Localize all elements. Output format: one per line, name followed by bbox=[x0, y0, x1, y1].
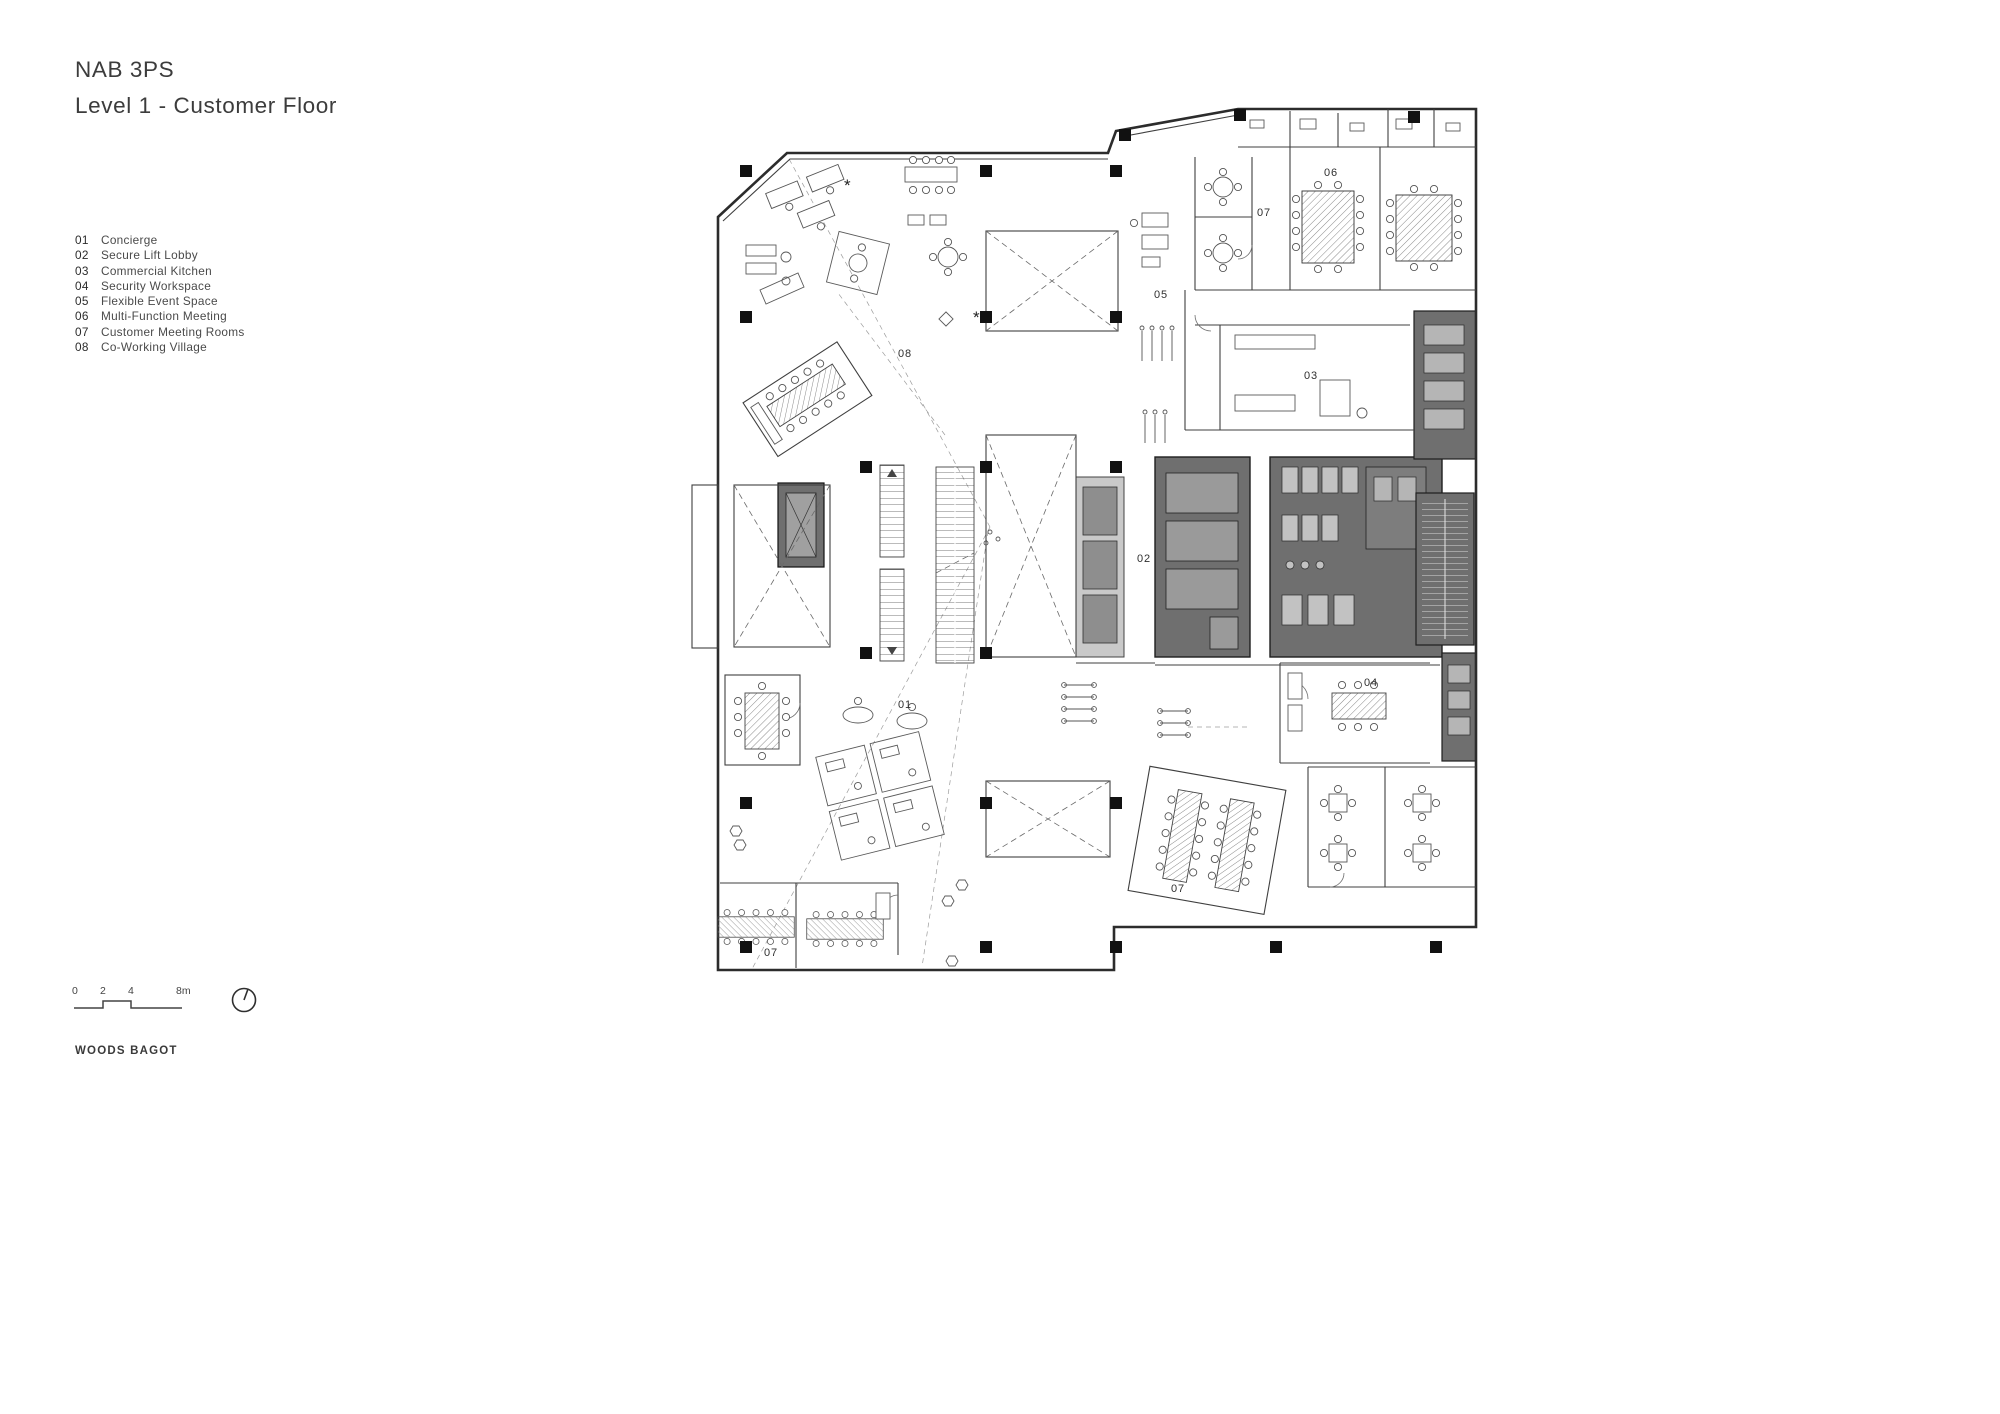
furniture-meeting-bottom-left bbox=[718, 892, 891, 947]
legend-item: 01 Concierge bbox=[75, 233, 245, 248]
room-label-07-bottom-right: 07 bbox=[1171, 883, 1185, 895]
legend-item-number: 08 bbox=[75, 340, 89, 355]
legend-item: 07 Customer Meeting Rooms bbox=[75, 325, 245, 340]
escalators bbox=[879, 464, 905, 662]
service-strip-upper-right bbox=[1413, 310, 1477, 460]
legend-item-number: 03 bbox=[75, 263, 89, 278]
room-label-08: 08 bbox=[898, 348, 912, 360]
scale-tick: 0 bbox=[72, 985, 78, 997]
legend-item: 05 Flexible Event Space bbox=[75, 294, 245, 309]
furniture-meeting-suite bbox=[1204, 118, 1463, 274]
furniture-kitchen bbox=[1234, 334, 1368, 419]
legend-item-label: Secure Lift Lobby bbox=[101, 248, 198, 263]
asterisk-annotation: * bbox=[973, 308, 980, 327]
legend-item: 03 Commercial Kitchen bbox=[75, 264, 245, 279]
legend-item: 06 Multi-Function Meeting bbox=[75, 309, 245, 324]
legend-item-label: Security Workspace bbox=[101, 278, 212, 293]
room-label-06: 06 bbox=[1324, 167, 1338, 179]
room-label-03: 03 bbox=[1304, 370, 1318, 382]
outer-wall bbox=[691, 107, 1478, 972]
lift-core bbox=[1154, 456, 1251, 658]
plan-symbols bbox=[729, 311, 1191, 967]
scale-tick: 4 bbox=[128, 985, 134, 997]
legend-item: 04 Security Workspace bbox=[75, 279, 245, 294]
furniture-concierge bbox=[815, 696, 945, 861]
floor-plan: 08 05 07 06 03 02 01 04 07 07 * * bbox=[691, 107, 1478, 972]
firm-logo: WOODS BAGOT bbox=[75, 1045, 178, 1057]
room-label-01: 01 bbox=[898, 699, 912, 711]
room-label-02: 02 bbox=[1137, 553, 1151, 565]
legend-item-number: 02 bbox=[75, 248, 89, 263]
legend-item-number: 01 bbox=[75, 233, 89, 247]
scale-tick: 2 bbox=[100, 985, 106, 997]
legend-item-label: Co-Working Village bbox=[101, 340, 207, 355]
fire-stair-right bbox=[1415, 492, 1475, 646]
legend-item-label: Flexible Event Space bbox=[101, 294, 218, 309]
goods-lift-left bbox=[777, 482, 825, 568]
furniture-event-space bbox=[1129, 212, 1169, 268]
north-arrow-icon bbox=[231, 987, 257, 1013]
furniture-meeting-left bbox=[733, 681, 791, 761]
legend-item-label: Concierge bbox=[101, 233, 158, 247]
legend-item: 08 Co-Working Village bbox=[75, 340, 245, 355]
columns bbox=[740, 109, 1442, 953]
title-block: NAB 3PS Level 1 - Customer Floor bbox=[75, 52, 337, 124]
room-label-04: 04 bbox=[1364, 677, 1378, 689]
furniture-security bbox=[1287, 672, 1387, 732]
central-stair bbox=[935, 466, 975, 664]
asterisk-annotation: * bbox=[844, 176, 851, 195]
legend-item-label: Multi-Function Meeting bbox=[101, 309, 227, 324]
legend-item: 02 Secure Lift Lobby bbox=[75, 248, 245, 263]
shaft-voids bbox=[733, 230, 1119, 858]
interior-walls bbox=[720, 109, 1476, 968]
legend-item-label: Commercial Kitchen bbox=[101, 263, 212, 278]
room-label-05: 05 bbox=[1154, 289, 1168, 301]
furniture-coworking bbox=[745, 155, 967, 305]
service-strip-lower-right bbox=[1441, 652, 1477, 762]
legend-item-number: 06 bbox=[75, 309, 89, 324]
room-legend: 01 Concierge 02 Secure Lift Lobby 03 Com… bbox=[75, 233, 245, 355]
room-label-07-bottom-left: 07 bbox=[764, 947, 778, 959]
lift-strip-centre bbox=[1075, 476, 1125, 658]
legend-item-label: Customer Meeting Rooms bbox=[101, 324, 245, 339]
project-title: NAB 3PS bbox=[75, 57, 175, 82]
room-labels: 08 05 07 06 03 02 01 04 07 07 * * bbox=[764, 167, 1378, 959]
legend-item-number: 05 bbox=[75, 294, 89, 309]
sheet-title: Level 1 - Customer Floor bbox=[75, 93, 337, 118]
scale-tick: 8m bbox=[176, 985, 191, 997]
furniture-boardroom bbox=[742, 341, 873, 458]
room-label-07-top: 07 bbox=[1257, 207, 1271, 219]
scale-bar: 0 2 4 8m bbox=[72, 985, 191, 1009]
legend-item-number: 07 bbox=[75, 324, 89, 339]
legend-item-number: 04 bbox=[75, 278, 89, 293]
furniture-meeting-bottom-right bbox=[1127, 765, 1440, 916]
